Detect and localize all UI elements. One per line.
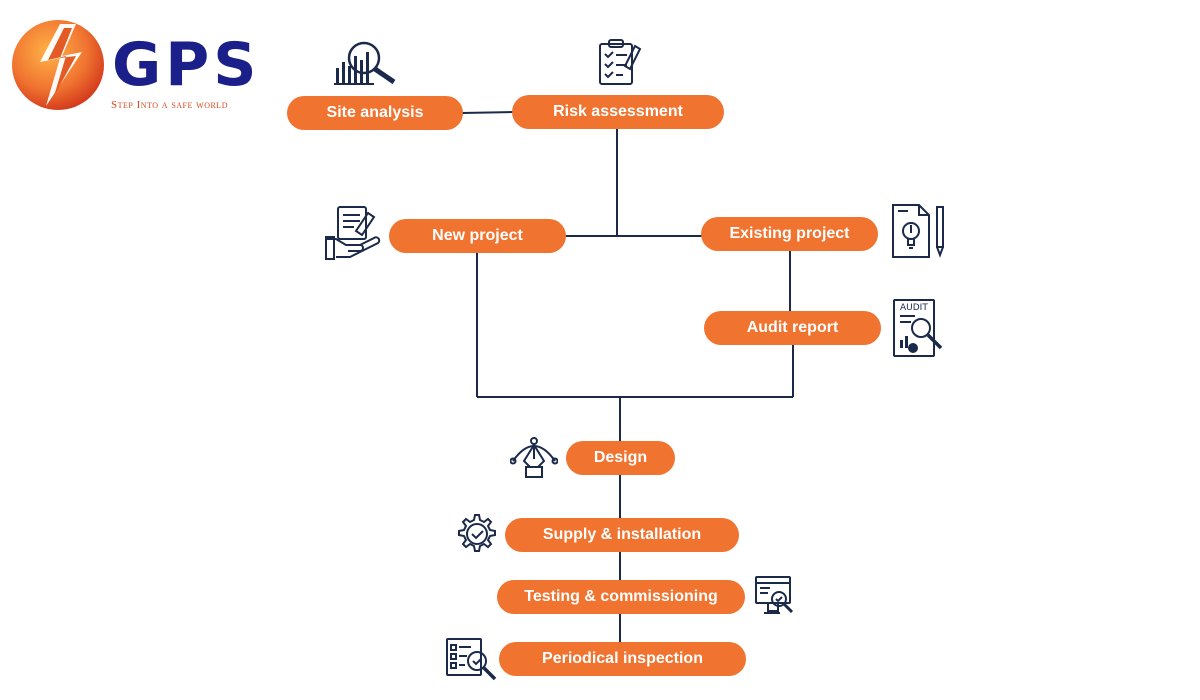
node-existing-project: Existing project [701,217,878,251]
gear-check-icon [458,514,496,552]
node-supply-installation: Supply & installation [505,518,739,552]
checklist-search-icon [446,638,497,681]
audit-label: AUDIT [900,303,928,313]
node-risk-assessment: Risk assessment [512,95,724,129]
document-hand-icon [325,206,381,260]
node-audit-report: Audit report [704,311,881,345]
clipboard-checklist-icon [599,39,642,85]
audit-document-icon: AUDIT [893,299,943,357]
lightning-globe-icon [12,20,104,110]
node-testing-commissioning: Testing & commissioning [497,580,745,614]
node-periodical-inspection: Periodical inspection [499,642,746,676]
monitor-inspection-icon [755,576,794,614]
lightbulb-document-icon [892,204,944,258]
brand-name: GPS [112,30,261,100]
node-new-project: New project [389,219,566,253]
node-site-analysis: Site analysis [287,96,463,130]
pen-tool-icon [510,437,558,478]
node-design: Design [566,441,675,475]
chart-magnifier-icon [334,41,396,85]
brand-tagline: Step Into a safe world [111,99,228,111]
